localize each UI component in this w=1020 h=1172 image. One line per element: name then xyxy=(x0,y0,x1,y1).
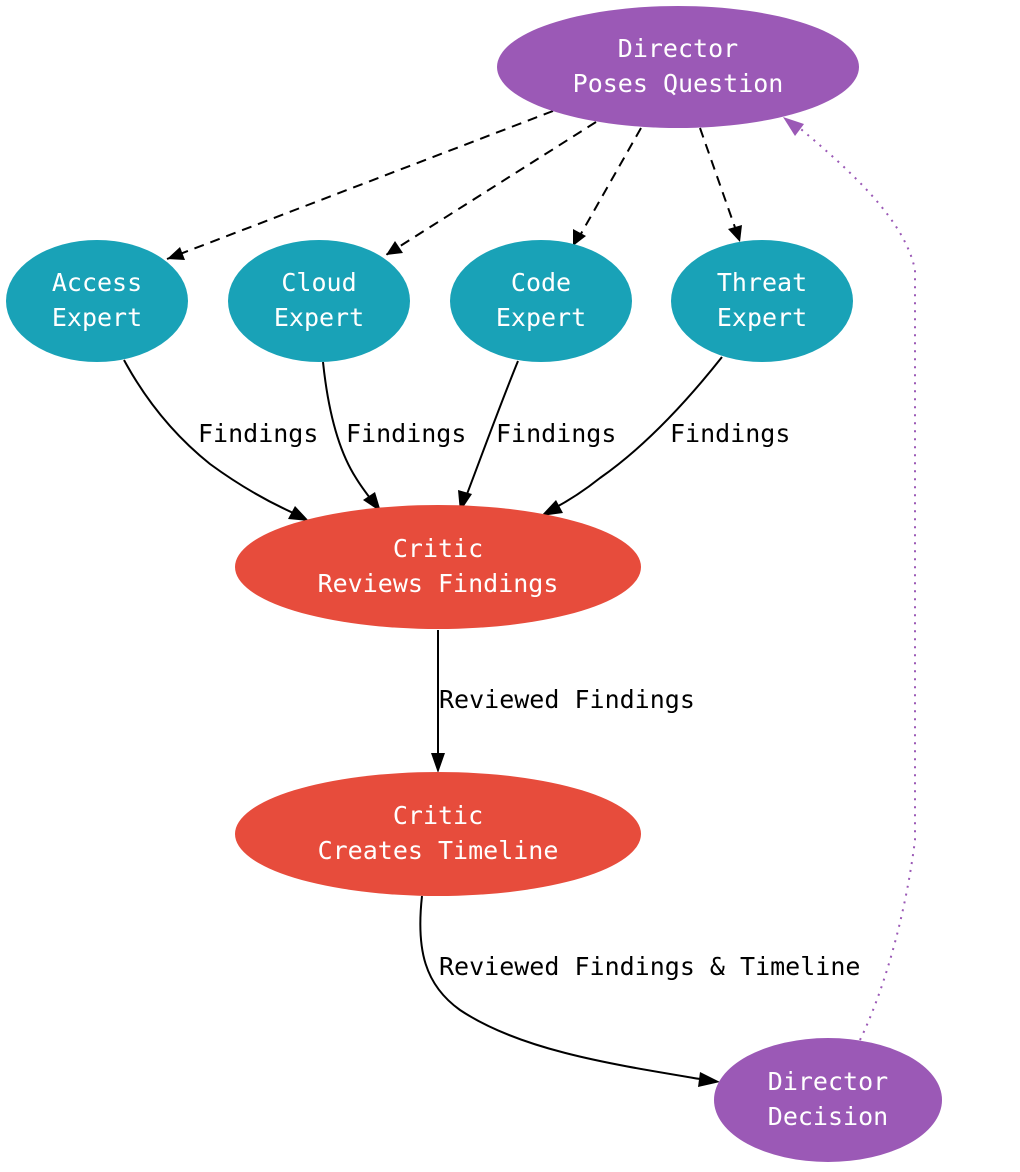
director-decision-sublabel: Decision xyxy=(768,1102,888,1131)
edge-access-to-critic xyxy=(123,359,301,517)
edge-timeline-to-decision xyxy=(419,895,701,1080)
director-question-sublabel: Poses Question xyxy=(573,69,784,98)
critic-timeline-label: Critic xyxy=(393,801,483,830)
critic-review-shape xyxy=(235,505,641,629)
arrowhead-feedback xyxy=(783,117,804,136)
node-critic-timeline: Critic Creates Timeline xyxy=(235,772,641,896)
edge-code-to-critic xyxy=(463,360,519,503)
arrowhead-access xyxy=(167,247,185,260)
director-decision-shape xyxy=(714,1038,942,1162)
critic-timeline-shape xyxy=(235,772,641,896)
threat-expert-label: Threat xyxy=(717,268,807,297)
edge-director-to-access xyxy=(166,110,554,260)
node-code-expert: Code Expert xyxy=(450,240,632,362)
access-expert-sublabel: Expert xyxy=(52,303,142,332)
director-question-shape xyxy=(497,6,859,128)
edge-threat-to-critic xyxy=(546,356,723,513)
arrowheads-findings xyxy=(288,490,563,521)
director-question-label: Director xyxy=(618,34,738,63)
arrowhead-findings-access xyxy=(288,506,309,521)
edges-findings xyxy=(123,356,723,517)
edge-label-cloud-findings: Findings xyxy=(346,419,466,448)
director-decision-label: Director xyxy=(768,1067,888,1096)
access-expert-shape xyxy=(6,240,188,362)
edge-timeline-to-decision-group xyxy=(419,895,720,1087)
critic-review-sublabel: Reviews Findings xyxy=(318,569,559,598)
cloud-expert-shape xyxy=(228,240,410,362)
cloud-expert-label: Cloud xyxy=(281,268,356,297)
arrowhead-cloud xyxy=(386,241,403,255)
arrowhead-timeline xyxy=(431,753,445,773)
node-director-question: Director Poses Question xyxy=(497,6,859,128)
arrowhead-findings-cloud xyxy=(363,492,381,512)
node-threat-expert: Threat Expert xyxy=(671,240,853,362)
arrowhead-threat xyxy=(728,225,742,242)
edge-label-reviewed: Reviewed Findings xyxy=(439,685,695,714)
edge-label-reviewed-timeline: Reviewed Findings & Timeline xyxy=(439,952,860,981)
edge-director-to-cloud xyxy=(385,121,597,256)
threat-expert-shape xyxy=(671,240,853,362)
threat-expert-sublabel: Expert xyxy=(717,303,807,332)
cloud-expert-sublabel: Expert xyxy=(274,303,364,332)
edge-label-code-findings: Findings xyxy=(496,419,616,448)
node-critic-review: Critic Reviews Findings xyxy=(235,505,641,629)
edge-director-to-threat xyxy=(699,127,739,237)
node-director-decision: Director Decision xyxy=(714,1038,942,1162)
critic-review-label: Critic xyxy=(393,534,483,563)
edge-review-to-timeline-group xyxy=(431,630,445,773)
node-cloud-expert: Cloud Expert xyxy=(228,240,410,362)
code-expert-sublabel: Expert xyxy=(496,303,586,332)
arrowhead-findings-threat xyxy=(541,500,563,516)
code-expert-shape xyxy=(450,240,632,362)
code-expert-label: Code xyxy=(511,268,571,297)
edge-director-to-code xyxy=(577,127,642,240)
edges-dispatch xyxy=(166,110,739,260)
node-access-expert: Access Expert xyxy=(6,240,188,362)
edge-feedback-group xyxy=(783,117,916,1041)
arrowhead-code xyxy=(573,229,586,246)
edge-decision-to-director xyxy=(795,124,916,1041)
access-expert-label: Access xyxy=(52,268,142,297)
arrowheads-dispatch xyxy=(167,225,742,260)
critic-timeline-sublabel: Creates Timeline xyxy=(318,836,559,865)
arrowhead-decision xyxy=(698,1072,720,1087)
edge-label-threat-findings: Findings xyxy=(670,419,790,448)
edge-label-access-findings: Findings xyxy=(198,419,318,448)
